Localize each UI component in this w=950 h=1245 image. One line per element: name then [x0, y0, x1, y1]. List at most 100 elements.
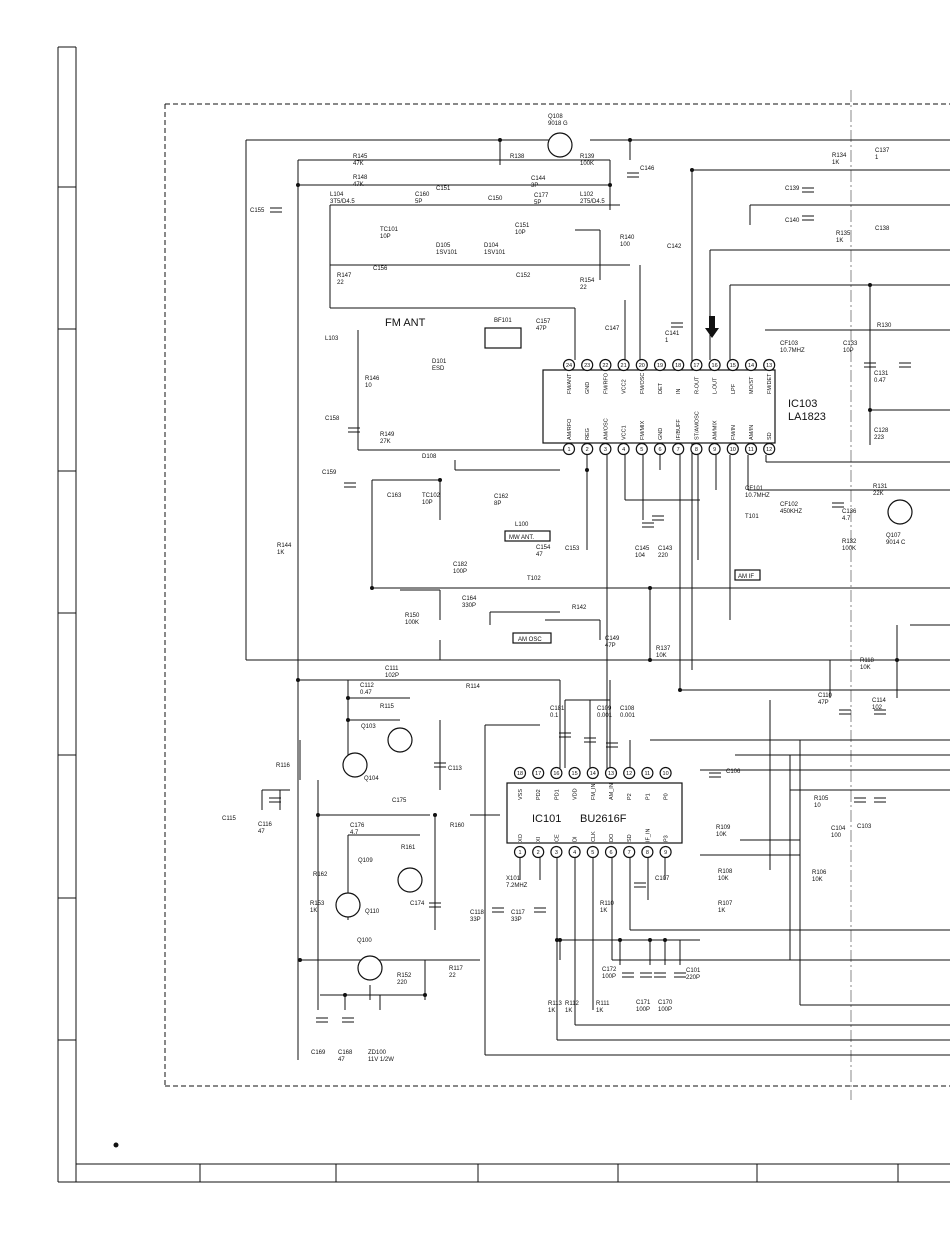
pin-name: P0 [664, 793, 670, 800]
pin-number: 17 [535, 771, 541, 777]
pin-name: FM_IN [591, 783, 597, 800]
component-ref: C141 [665, 331, 680, 337]
component-label: C152 [516, 273, 531, 279]
component-ref: C118 [470, 910, 485, 916]
component-value: 10.7MHZ [745, 493, 770, 499]
am-if-label: AM IF [738, 574, 754, 580]
component-value: 1SV101 [484, 250, 506, 256]
component-ref: C156 [373, 266, 388, 272]
pin-number: 11 [645, 771, 651, 777]
pin-number: 4 [573, 850, 576, 856]
mw-ant-box: MW ANT. [504, 530, 551, 542]
pin-name: IN [676, 388, 682, 394]
component-label: C158 [325, 416, 340, 422]
component-ref: Q104 [364, 776, 379, 782]
pin-number: 7 [677, 447, 680, 453]
component-ref: C114 [872, 698, 887, 704]
component-value: 33P [511, 917, 522, 923]
pin-number: 8 [695, 447, 698, 453]
component-value: 10P [515, 230, 526, 236]
pin-number: 19 [657, 363, 663, 369]
pin-number: 3 [604, 447, 607, 453]
component-label: D108 [422, 454, 437, 460]
pin-name: DO [609, 833, 615, 842]
pin-number: 9 [664, 850, 667, 856]
component-ref: R106 [812, 870, 827, 876]
component-value: 10P [843, 348, 854, 354]
component-value: 22 [449, 973, 456, 979]
component-ref: TC102 [422, 493, 441, 499]
component-ref: R109 [716, 825, 731, 831]
component-label: C175 [392, 798, 407, 804]
component-ref: R135 [836, 231, 851, 237]
component-ref: R154 [580, 278, 595, 284]
ic-pin: 1AM/RFO [562, 418, 576, 456]
component-value: 47 [536, 552, 543, 558]
ic-pin: 7IF/BUFF [672, 419, 685, 456]
pin-name: LPF [731, 383, 737, 394]
pin-name: CLK [591, 831, 597, 842]
component-ref: Q100 [357, 938, 372, 944]
pin-name: VSS [518, 789, 524, 800]
ic103-ref: IC103 [788, 398, 817, 410]
pin-name: AM/MIX [713, 420, 719, 440]
pin-name: FM/DET [767, 373, 773, 394]
component-value: 9014 C [886, 540, 906, 546]
component-ref: C147 [605, 326, 620, 332]
component-ref: R131 [873, 484, 888, 490]
pin-name: PD1 [554, 789, 560, 800]
component-value: 1K [600, 908, 607, 914]
pin-name: GND [585, 382, 591, 394]
component-ref: C177 [534, 193, 549, 199]
component-ref: R118 [860, 658, 875, 664]
pin-number: 16 [553, 771, 559, 777]
fm-ant-label: FM ANT [385, 317, 426, 329]
component-ref: C111 [385, 666, 399, 672]
component-ref: C143 [658, 546, 673, 552]
ic-pin: 8IF_IN [641, 829, 654, 859]
component-label: C159 [322, 470, 337, 476]
component-ref: L104 [330, 192, 344, 198]
component-value: 1K [548, 1008, 555, 1014]
pin-number: 11 [748, 447, 754, 453]
pin-name: FM/IN [731, 425, 737, 440]
component-ref: T101 [745, 514, 759, 520]
component-ref: R110 [600, 901, 615, 907]
component-value: 11V 1/2W [368, 1057, 394, 1063]
component-value: 5P [534, 200, 541, 206]
component-ref: R138 [510, 154, 525, 160]
component-value: 10 [814, 803, 821, 809]
pin-number: 3 [555, 850, 558, 856]
component-label: C163 [387, 493, 402, 499]
pin-number: 8 [646, 850, 649, 856]
mw-ant-label: MW ANT. [509, 535, 534, 541]
component-value: 1K [310, 908, 317, 914]
pin-number: 20 [639, 363, 645, 369]
component-ref: R142 [572, 605, 587, 611]
component-value: 1 [875, 155, 879, 161]
arrow-up-icon [705, 316, 719, 338]
component-ref: C103 [857, 824, 872, 830]
component-ref: C101 [686, 968, 701, 974]
